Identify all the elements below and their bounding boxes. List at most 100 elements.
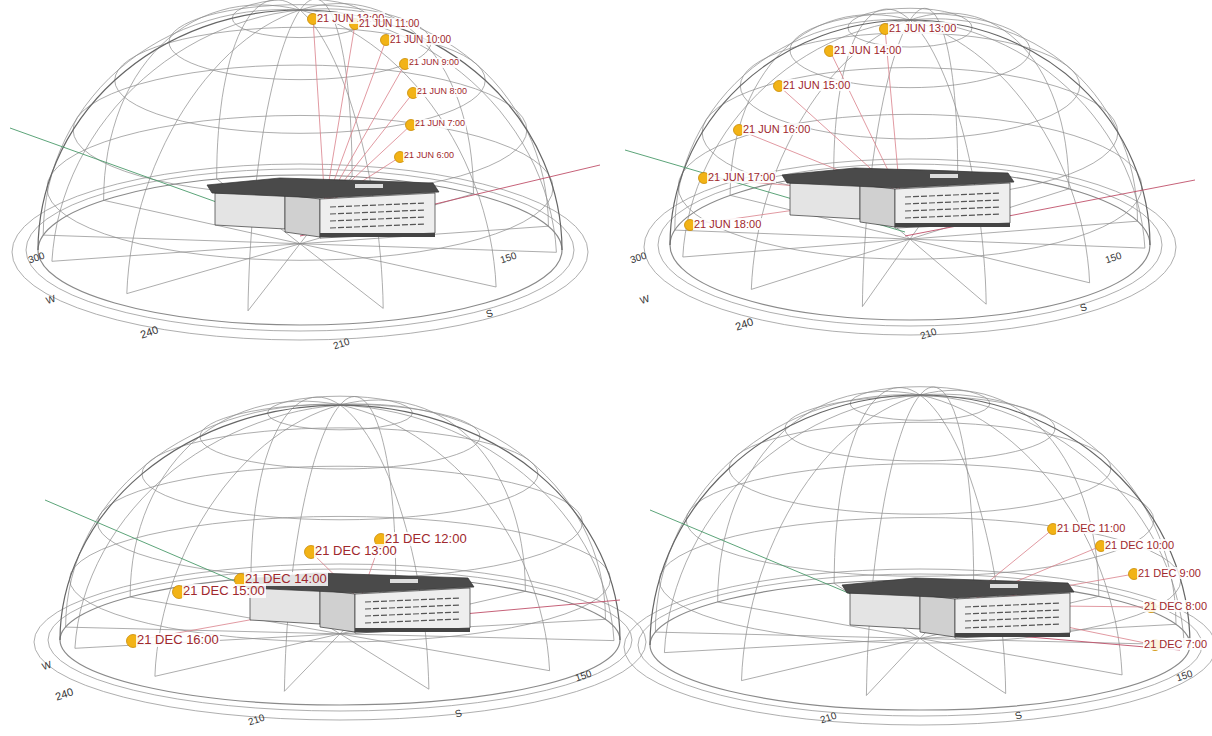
roof-opening xyxy=(355,184,383,188)
azimuth-meridian xyxy=(248,0,352,311)
altitude-circle xyxy=(115,27,486,133)
sun-time-label: 21 JUN 10:00 xyxy=(389,34,452,45)
altitude-circle xyxy=(670,170,1150,320)
azimuth-label: 240 xyxy=(139,323,160,340)
dome-outline xyxy=(38,10,562,250)
sun-time-label: 21 DEC 7:00 xyxy=(1143,638,1208,650)
azimuth-meridian xyxy=(866,387,973,696)
building-base xyxy=(320,233,435,237)
compass-ring xyxy=(638,574,1202,716)
azimuth-meridian xyxy=(730,15,1090,283)
building-wall xyxy=(955,593,1070,638)
sun-time-label: 21 JUN 17:00 xyxy=(707,171,776,183)
dome-outline xyxy=(60,405,620,640)
azimuth-label: 150 xyxy=(1104,250,1123,266)
building-wall xyxy=(320,193,435,238)
window-strip xyxy=(965,617,1060,621)
sun-time-label: 21 JUN 14:00 xyxy=(833,44,902,56)
azimuth-label: W xyxy=(41,659,53,672)
dome-outline xyxy=(650,395,1190,645)
azimuth-label: W xyxy=(45,293,57,306)
azimuth-label: 150 xyxy=(1175,668,1194,684)
window-strip xyxy=(365,619,460,623)
building-roof xyxy=(207,178,439,198)
building-roof xyxy=(782,168,1014,188)
sun-time-label: 21 DEC 11:00 xyxy=(1056,522,1126,534)
sun-time-label: 21 DEC 13:00 xyxy=(314,544,398,558)
altitude-circle xyxy=(659,518,1181,644)
azimuth-meridian xyxy=(217,0,384,308)
altitude-circle xyxy=(47,115,553,260)
window-strip xyxy=(330,217,425,221)
azimuth-label: S xyxy=(453,707,463,720)
window-strip xyxy=(965,610,1060,614)
azimuth-meridian xyxy=(43,10,556,253)
altitude-circle xyxy=(790,13,1030,88)
azimuth-label: 150 xyxy=(499,250,518,266)
altitude-circle xyxy=(98,466,583,579)
azimuth-meridian xyxy=(127,4,474,294)
building-wall xyxy=(790,183,860,219)
compass-ring xyxy=(624,569,1212,725)
azimuth-meridian xyxy=(52,9,549,261)
sun-time-label: 21 DEC 10:00 xyxy=(1104,539,1175,551)
building-wall xyxy=(285,195,320,237)
sun-time-label: 21 JUN 16:00 xyxy=(742,123,811,135)
building-wall xyxy=(215,193,285,229)
building-base xyxy=(955,633,1070,637)
azimuth-label: S xyxy=(484,307,494,320)
azimuth-meridian xyxy=(655,395,1184,645)
azimuth-label: 210 xyxy=(919,326,938,342)
sun-time-label: 21 DEC 9:00 xyxy=(1137,567,1202,579)
window-strip xyxy=(365,605,460,609)
altitude-circle xyxy=(848,8,972,47)
altitude-circle xyxy=(686,464,1154,577)
dome-outline xyxy=(670,20,1150,245)
building-wall xyxy=(895,183,1010,228)
azimuth-label: 240 xyxy=(734,315,755,332)
azimuth-meridian xyxy=(675,20,1145,249)
window-strip xyxy=(365,598,460,602)
window-strip xyxy=(905,207,1000,211)
window-strip xyxy=(330,210,425,214)
building-base xyxy=(355,628,470,632)
azimuth-meridian xyxy=(834,9,987,304)
sun-time-label: 21 JUN 7:00 xyxy=(414,119,466,129)
altitude-circle xyxy=(785,396,1055,461)
compass-ring xyxy=(658,164,1162,326)
building-wall xyxy=(320,590,355,632)
altitude-circle xyxy=(678,114,1142,259)
building-wall xyxy=(850,593,920,629)
window-strip xyxy=(365,612,460,616)
azimuth-label: 150 xyxy=(574,668,593,684)
azimuth-label: 240 xyxy=(54,685,75,702)
sun-time-label: 21 JUN 18:00 xyxy=(693,218,762,230)
azimuth-meridian xyxy=(75,404,606,648)
building-base xyxy=(895,223,1010,227)
sun-time-label: 21 JUN 6:00 xyxy=(403,151,455,161)
azimuth-label: W xyxy=(639,293,651,306)
azimuth-meridian xyxy=(664,394,1176,652)
compass-ring xyxy=(12,164,588,340)
window-strip xyxy=(965,603,1060,607)
azimuth-meridian xyxy=(66,405,614,641)
azimuth-meridian xyxy=(742,390,1099,680)
azimuth-label: 300 xyxy=(629,250,648,266)
building-roof xyxy=(842,578,1074,598)
sun-time-label: 21 JUN 11:00 xyxy=(358,18,420,29)
roof-opening xyxy=(930,174,958,178)
azimuth-meridian xyxy=(104,5,497,287)
sun-time-label: 21 DEC 15:00 xyxy=(182,584,266,598)
sun-time-label: 21 JUN 13:00 xyxy=(888,22,957,34)
altitude-circle xyxy=(60,575,620,705)
sun-time-label: 21 DEC 8:00 xyxy=(1143,600,1208,612)
azimuth-meridian xyxy=(683,19,1138,257)
window-strip xyxy=(905,200,1000,204)
building-wall xyxy=(860,185,895,227)
azimuth-label: 210 xyxy=(332,336,351,352)
window-strip xyxy=(330,203,425,207)
compass-ring xyxy=(48,569,632,711)
roof-opening xyxy=(990,584,1018,588)
